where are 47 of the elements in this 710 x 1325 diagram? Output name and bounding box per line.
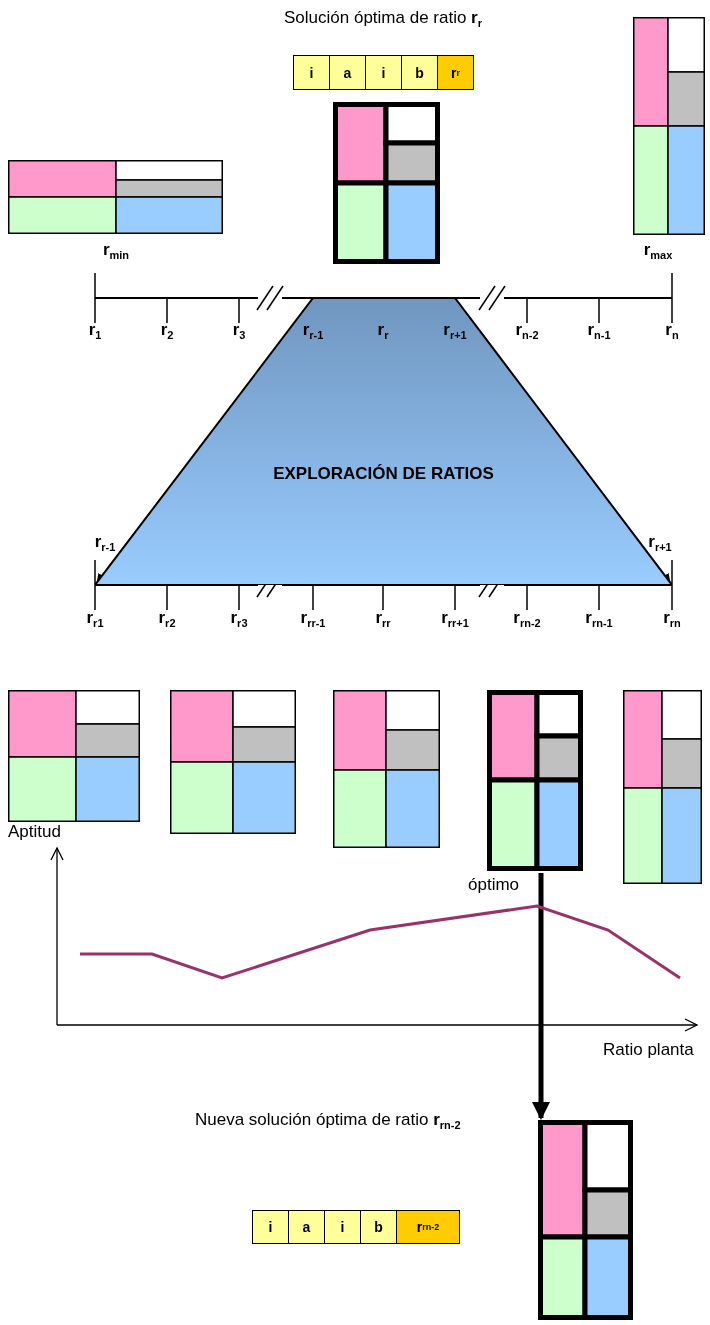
gene-cell: i [365,55,402,90]
ratio-label: r$_{1}$ [88,320,102,342]
floor-plan-drawing [633,17,705,235]
axis-label: Aptitud [8,822,61,842]
ratio-label: r$_{rn-2}$ [513,608,541,630]
floor-plan-drawing [487,690,583,871]
ratio-label: r$_{r}$ [377,320,389,342]
floor-plan-drawing [333,102,440,264]
ratio-label: r$_{rr}$ [375,608,391,630]
ratio-label: r$_{rr-1}$ [300,608,326,630]
gene-cell: a [288,1210,325,1244]
gene-cell: b [360,1210,397,1244]
floor-plan-drawing [333,690,440,848]
ratio-label: r$_{r3}$ [230,608,248,630]
ratio-label: r$_{n}$ [665,320,679,342]
title: Solución óptima de ratio r$_{r}$ [284,8,482,30]
node-label: óptimo [468,875,520,895]
floor-plan-drawing [170,690,296,834]
gene-cell: i [293,55,330,90]
ratio-label: r$_{r1}$ [86,608,104,630]
title: Nueva solución óptima de ratio r$_{rn-2}$ [195,1110,461,1132]
axis-label: Ratio planta [603,1040,694,1060]
ratio-label: r$_{rn}$ [663,608,681,630]
floor-plan-drawing [623,690,702,884]
floor-plan-drawing [538,1120,633,1320]
arrow [532,873,550,1120]
ratio-label: r$_{r-1}$ [94,532,116,554]
ratio-label: r$_{n-1}$ [587,320,611,342]
gene-cell: i [252,1210,289,1244]
band-title: EXPLORACIÓN DE RATIOS [273,464,494,484]
ratio-label: r$_{r2}$ [158,608,176,630]
ratio-label: r$_{r+1}$ [648,532,672,554]
ratio-label: r$_{min}$ [102,240,130,262]
trapezoid-band [95,298,672,585]
gene-cell: b [401,55,438,90]
floor-plan-drawing [8,160,223,234]
gene-cell: i [324,1210,361,1244]
ratio-label: r$_{n-2}$ [515,320,539,342]
floor-plan-drawing [8,690,140,822]
gene-cell: a [329,55,366,90]
ratio-label: r$_{r-1}$ [302,320,324,342]
ratio-label: r$_{3}$ [232,320,246,342]
ratio-label: r$_{max}$ [643,240,673,262]
ratio-label: r$_{rn-1}$ [585,608,613,630]
ratio-label: r$_{2}$ [160,320,174,342]
ratio-label: r$_{rr+1}$ [441,608,469,630]
ratio-label: r$_{r+1}$ [443,320,467,342]
